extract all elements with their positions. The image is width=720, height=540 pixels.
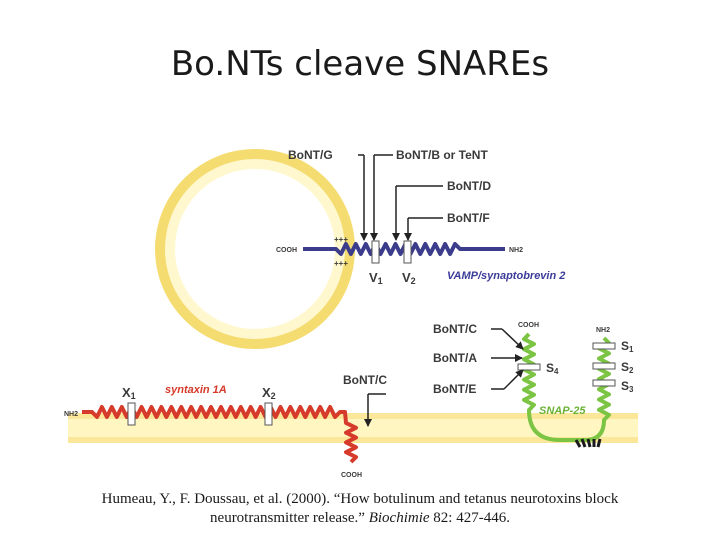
vamp-toxin-arrows [358,154,443,241]
toxin-label-bont-a: BoNT/A [433,351,477,365]
syntaxin-motif-x2-label: X2 [262,385,276,401]
syntaxin-motif-x1 [127,402,136,426]
vamp-motif-v2 [403,240,412,264]
citation-volume: 82: 427-446. [429,510,510,526]
snap25-s2-label: S2 [621,360,634,375]
vamp-motif-v1-label: V1 [369,270,383,286]
syntaxin-motif-x2 [264,402,273,426]
syntaxin-cooh-label: COOH [341,472,362,479]
vamp-motif-v1 [371,240,380,264]
snap25-protein: COOH NH2 S4 S1 S2 S3 SNAP-25 [517,322,634,448]
toxin-label-bont-e: BoNT/E [433,382,476,396]
snap25-s1-label: S1 [621,339,634,354]
vamp-nh2-label: NH2 [509,247,523,254]
snap25-palmitoyl-anchors [574,438,602,448]
vamp-helix [303,242,505,256]
vamp-cooh-label: COOH [276,247,297,254]
slide-title: Bo.NTs cleave SNAREs [170,44,550,84]
synaptic-vesicle [155,149,355,349]
toxin-label-bont-d: BoNT/D [447,179,491,193]
toxin-label-bont-c-syntaxin: BoNT/C [343,373,387,387]
citation-text: Humeau, Y., F. Doussau, et al. (2000). “… [101,491,619,526]
snap25-motif-s3 [592,379,616,387]
syntaxin-helix [82,405,358,464]
snap25-motif-s2 [592,362,616,370]
syntaxin-nh2-label: NH2 [64,411,78,418]
toxin-label-bont-c-snap: BoNT/C [433,322,477,336]
syntaxin-motif-x1-label: X1 [122,385,136,401]
vamp-charge-bottom: +++ [334,259,348,268]
snap25-cooh-label: COOH [518,322,539,329]
toxin-label-bont-b-tent: BoNT/B or TeNT [396,148,488,162]
snap25-motif-s4 [517,363,541,371]
snap25-s4-label: S4 [546,361,559,376]
syntaxin-protein: NH2 COOH X1 X2 syntaxin 1A [64,384,362,479]
snap25-nh2-label: NH2 [596,327,610,334]
vamp-protein: COOH NH2 +++ +++ V1 V2 VAMP/synaptobrevi… [276,235,565,286]
snap25-motif-s1 [592,342,616,350]
syntaxin-name-label: syntaxin 1A [165,384,227,396]
snap25-s3-label: S3 [621,379,634,394]
vamp-name-label: VAMP/synaptobrevin 2 [447,270,565,282]
citation-journal: Biochimie [368,510,430,526]
toxin-label-bont-g: BoNT/G [288,148,333,162]
toxin-label-bont-f: BoNT/F [447,211,490,225]
vamp-charge-top: +++ [334,235,348,244]
snap25-toxin-arrows [491,328,524,390]
snap25-name-label: SNAP-25 [539,405,586,417]
vamp-motif-v2-label: V2 [402,270,416,286]
citation: Humeau, Y., F. Doussau, et al. (2000). “… [60,490,660,528]
